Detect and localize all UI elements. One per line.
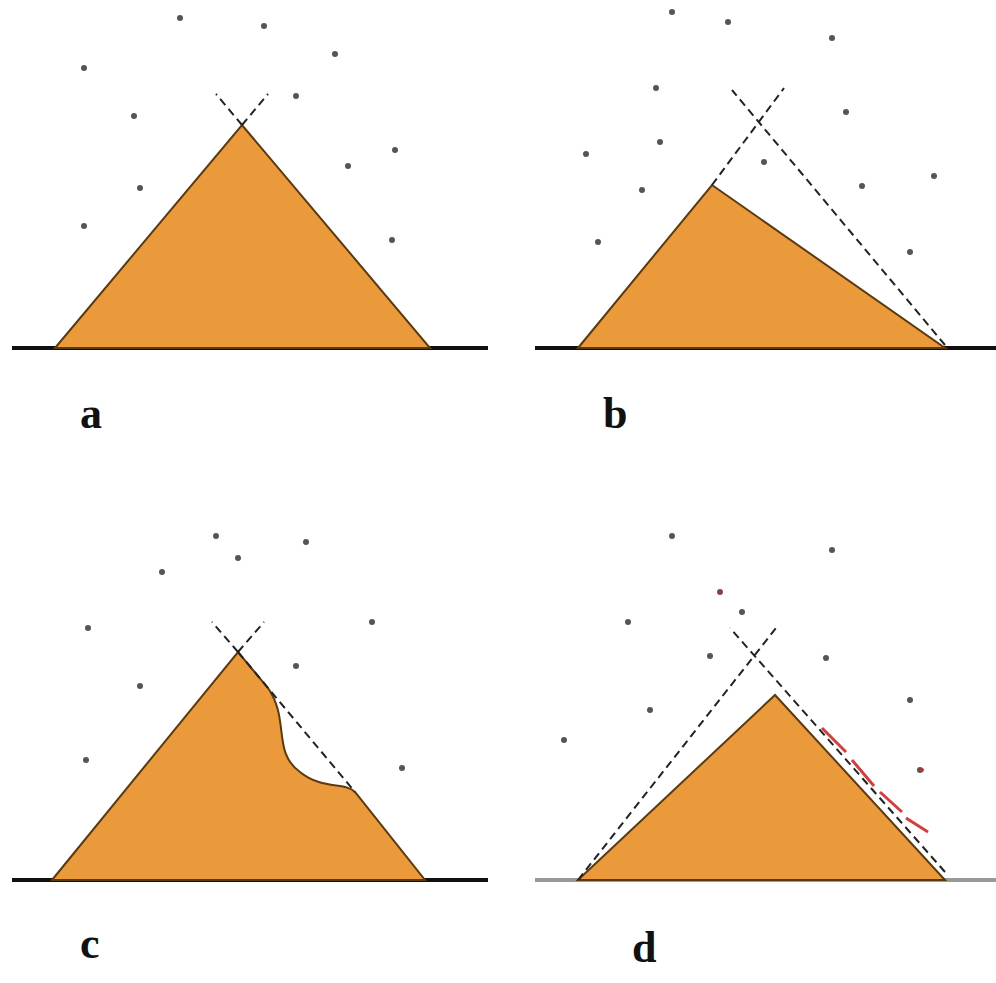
grain-dots — [81, 9, 937, 773]
sand-cone — [578, 695, 945, 880]
panel-letter: c — [80, 922, 100, 966]
sand-cone — [52, 652, 425, 880]
sand-cone — [578, 185, 945, 348]
panel-letter: d — [632, 926, 656, 970]
panel-letter: b — [603, 392, 627, 436]
panel-letter: a — [80, 392, 102, 436]
sand-cone — [55, 125, 430, 348]
sliding-grains — [822, 728, 928, 832]
